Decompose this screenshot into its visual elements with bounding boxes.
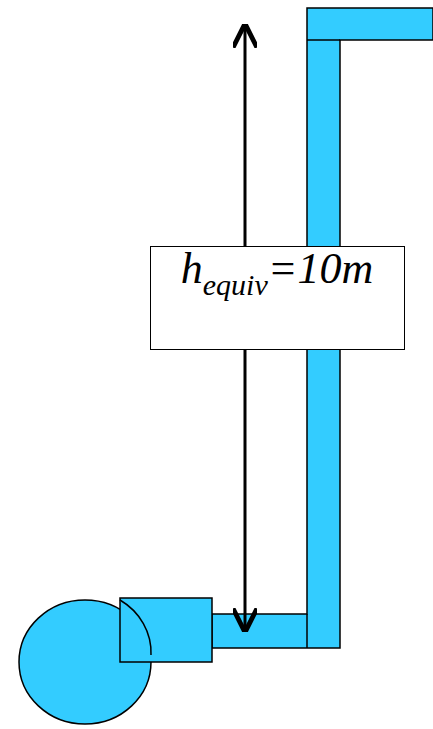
label-text: =10m	[268, 247, 373, 291]
label-text: equiv	[203, 270, 268, 300]
pump-outlet	[120, 598, 212, 662]
pump-body-edge	[120, 600, 151, 655]
label-box: hequiv=10m	[150, 246, 405, 350]
pipe-joint	[306, 614, 308, 648]
pipe-joint	[307, 39, 340, 41]
label-text: h	[181, 247, 203, 291]
